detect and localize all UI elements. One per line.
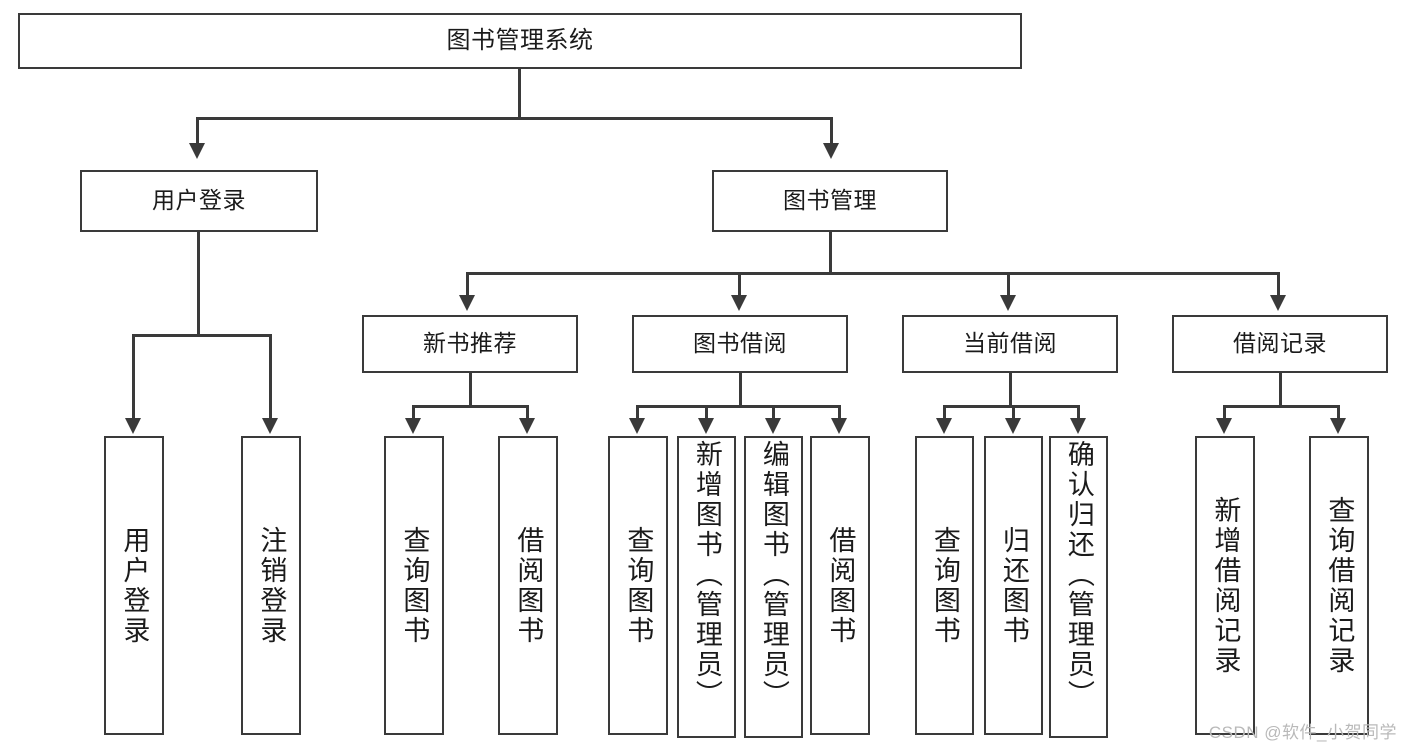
- arrow-to-bb-borrow-book: [831, 418, 847, 434]
- connector-book-management-bus: [466, 272, 1280, 275]
- connector-borrow-record-stem: [1279, 373, 1282, 407]
- connector-book-borrow-bus: [636, 405, 840, 408]
- connector-bb-to-leaf-4: [838, 405, 841, 419]
- node-label: 借阅图书: [825, 525, 856, 646]
- leaf-nb-borrow-book[interactable]: 借阅图书: [498, 436, 558, 735]
- node-label: 图书管理系统: [446, 26, 594, 54]
- leaf-nb-query-book[interactable]: 查询图书: [384, 436, 444, 735]
- leaf-user-login[interactable]: 用户登录: [104, 436, 164, 735]
- connector-bb-to-leaf-2: [705, 405, 708, 419]
- node-label: 图书管理: [783, 187, 877, 214]
- leaf-cb-confirm-return[interactable]: 确认归还（管理员）: [1049, 436, 1108, 738]
- connector-current-borrow-stem: [1009, 373, 1012, 407]
- connector-borrow-record-bus: [1223, 405, 1340, 408]
- node-label: 新增借阅记录: [1210, 495, 1241, 676]
- node-label: 当前借阅: [963, 330, 1057, 357]
- arrow-to-br-query-record: [1330, 418, 1346, 434]
- arrow-to-book-borrow: [731, 295, 747, 311]
- node-label: 新书推荐: [423, 330, 517, 357]
- node-borrow-record[interactable]: 借阅记录: [1172, 315, 1388, 373]
- connector-cb-to-leaf-3: [1077, 405, 1080, 419]
- connector-cb-to-leaf-1: [943, 405, 946, 419]
- leaf-br-query-record[interactable]: 查询借阅记录: [1309, 436, 1369, 735]
- connector-root-stem: [518, 69, 521, 119]
- arrow-to-leaf-user-login: [125, 418, 141, 434]
- node-root-book-management-system[interactable]: 图书管理系统: [18, 13, 1022, 69]
- arrow-to-book-management: [823, 143, 839, 159]
- arrow-to-leaf-logout: [262, 418, 278, 434]
- connector-user-login-bus: [132, 334, 271, 337]
- node-label: 查询借阅记录: [1324, 495, 1355, 676]
- connector-bb-to-leaf-3: [772, 405, 775, 419]
- arrow-to-bb-add-book: [698, 418, 714, 434]
- node-label: 用户登录: [119, 525, 150, 646]
- node-label: 查询图书: [929, 525, 960, 646]
- node-user-login[interactable]: 用户登录: [80, 170, 318, 232]
- node-label: 归还图书: [998, 525, 1029, 646]
- arrow-to-bb-edit-book: [765, 418, 781, 434]
- arrow-to-borrow-record: [1270, 295, 1286, 311]
- connector-root-bus: [196, 117, 833, 120]
- leaf-bb-query-book[interactable]: 查询图书: [608, 436, 668, 735]
- arrow-to-nb-borrow-book: [519, 418, 535, 434]
- leaf-br-add-record[interactable]: 新增借阅记录: [1195, 436, 1255, 735]
- watermark-text: CSDN @软件_小贺同学: [1208, 723, 1397, 742]
- leaf-cb-query-book[interactable]: 查询图书: [915, 436, 974, 735]
- connector-bm-to-borrow-record: [1277, 272, 1280, 296]
- node-book-borrow[interactable]: 图书借阅: [632, 315, 848, 373]
- leaf-bb-borrow-book[interactable]: 借阅图书: [810, 436, 870, 735]
- arrow-to-cb-query-book: [936, 418, 952, 434]
- arrow-to-bb-query-book: [629, 418, 645, 434]
- leaf-cb-return-book[interactable]: 归还图书: [984, 436, 1043, 735]
- arrow-to-user-login: [189, 143, 205, 159]
- connector-new-book-stem: [469, 373, 472, 407]
- connector-br-to-leaf-1: [1223, 405, 1226, 419]
- connector-root-to-book-management: [830, 117, 833, 144]
- connector-bm-to-current-borrow: [1007, 272, 1010, 296]
- node-label: 借阅图书: [513, 525, 544, 646]
- arrow-to-cb-confirm-return: [1070, 418, 1086, 434]
- connector-nb-to-leaf-1: [412, 405, 415, 419]
- node-book-management[interactable]: 图书管理: [712, 170, 948, 232]
- connector-user-login-stem: [197, 232, 200, 336]
- arrow-to-nb-query-book: [405, 418, 421, 434]
- connector-new-book-bus: [412, 405, 529, 408]
- node-label: 注销登录: [256, 525, 287, 646]
- node-label: 查询图书: [623, 525, 654, 646]
- connector-br-to-leaf-2: [1337, 405, 1340, 419]
- node-label: 新增图书（管理员）: [691, 440, 722, 710]
- connector-bm-to-book-borrow: [738, 272, 741, 296]
- node-new-book-recommend[interactable]: 新书推荐: [362, 315, 578, 373]
- connector-book-management-stem: [829, 232, 832, 274]
- arrow-to-new-book-recommend: [459, 295, 475, 311]
- node-label: 编辑图书（管理员）: [758, 440, 789, 710]
- connector-nb-to-leaf-2: [526, 405, 529, 419]
- connector-book-borrow-stem: [739, 373, 742, 407]
- connector-cb-to-leaf-2: [1012, 405, 1015, 419]
- node-label: 借阅记录: [1233, 330, 1327, 357]
- arrow-to-cb-return-book: [1005, 418, 1021, 434]
- connector-current-borrow-bus: [943, 405, 1080, 408]
- connector-root-to-user-login: [196, 117, 199, 144]
- node-label: 查询图书: [399, 525, 430, 646]
- node-label: 用户登录: [152, 187, 246, 214]
- leaf-logout[interactable]: 注销登录: [241, 436, 301, 735]
- leaf-bb-add-book[interactable]: 新增图书（管理员）: [677, 436, 736, 738]
- node-label: 确认归还（管理员）: [1063, 440, 1094, 710]
- connector-bb-to-leaf-1: [636, 405, 639, 419]
- connector-bm-to-new-book: [466, 272, 469, 296]
- arrow-to-current-borrow: [1000, 295, 1016, 311]
- connector-user-login-to-leaf-2: [269, 334, 272, 419]
- leaf-bb-edit-book[interactable]: 编辑图书（管理员）: [744, 436, 803, 738]
- connector-user-login-to-leaf-1: [132, 334, 135, 419]
- node-label: 图书借阅: [693, 330, 787, 357]
- node-current-borrow[interactable]: 当前借阅: [902, 315, 1118, 373]
- arrow-to-br-add-record: [1216, 418, 1232, 434]
